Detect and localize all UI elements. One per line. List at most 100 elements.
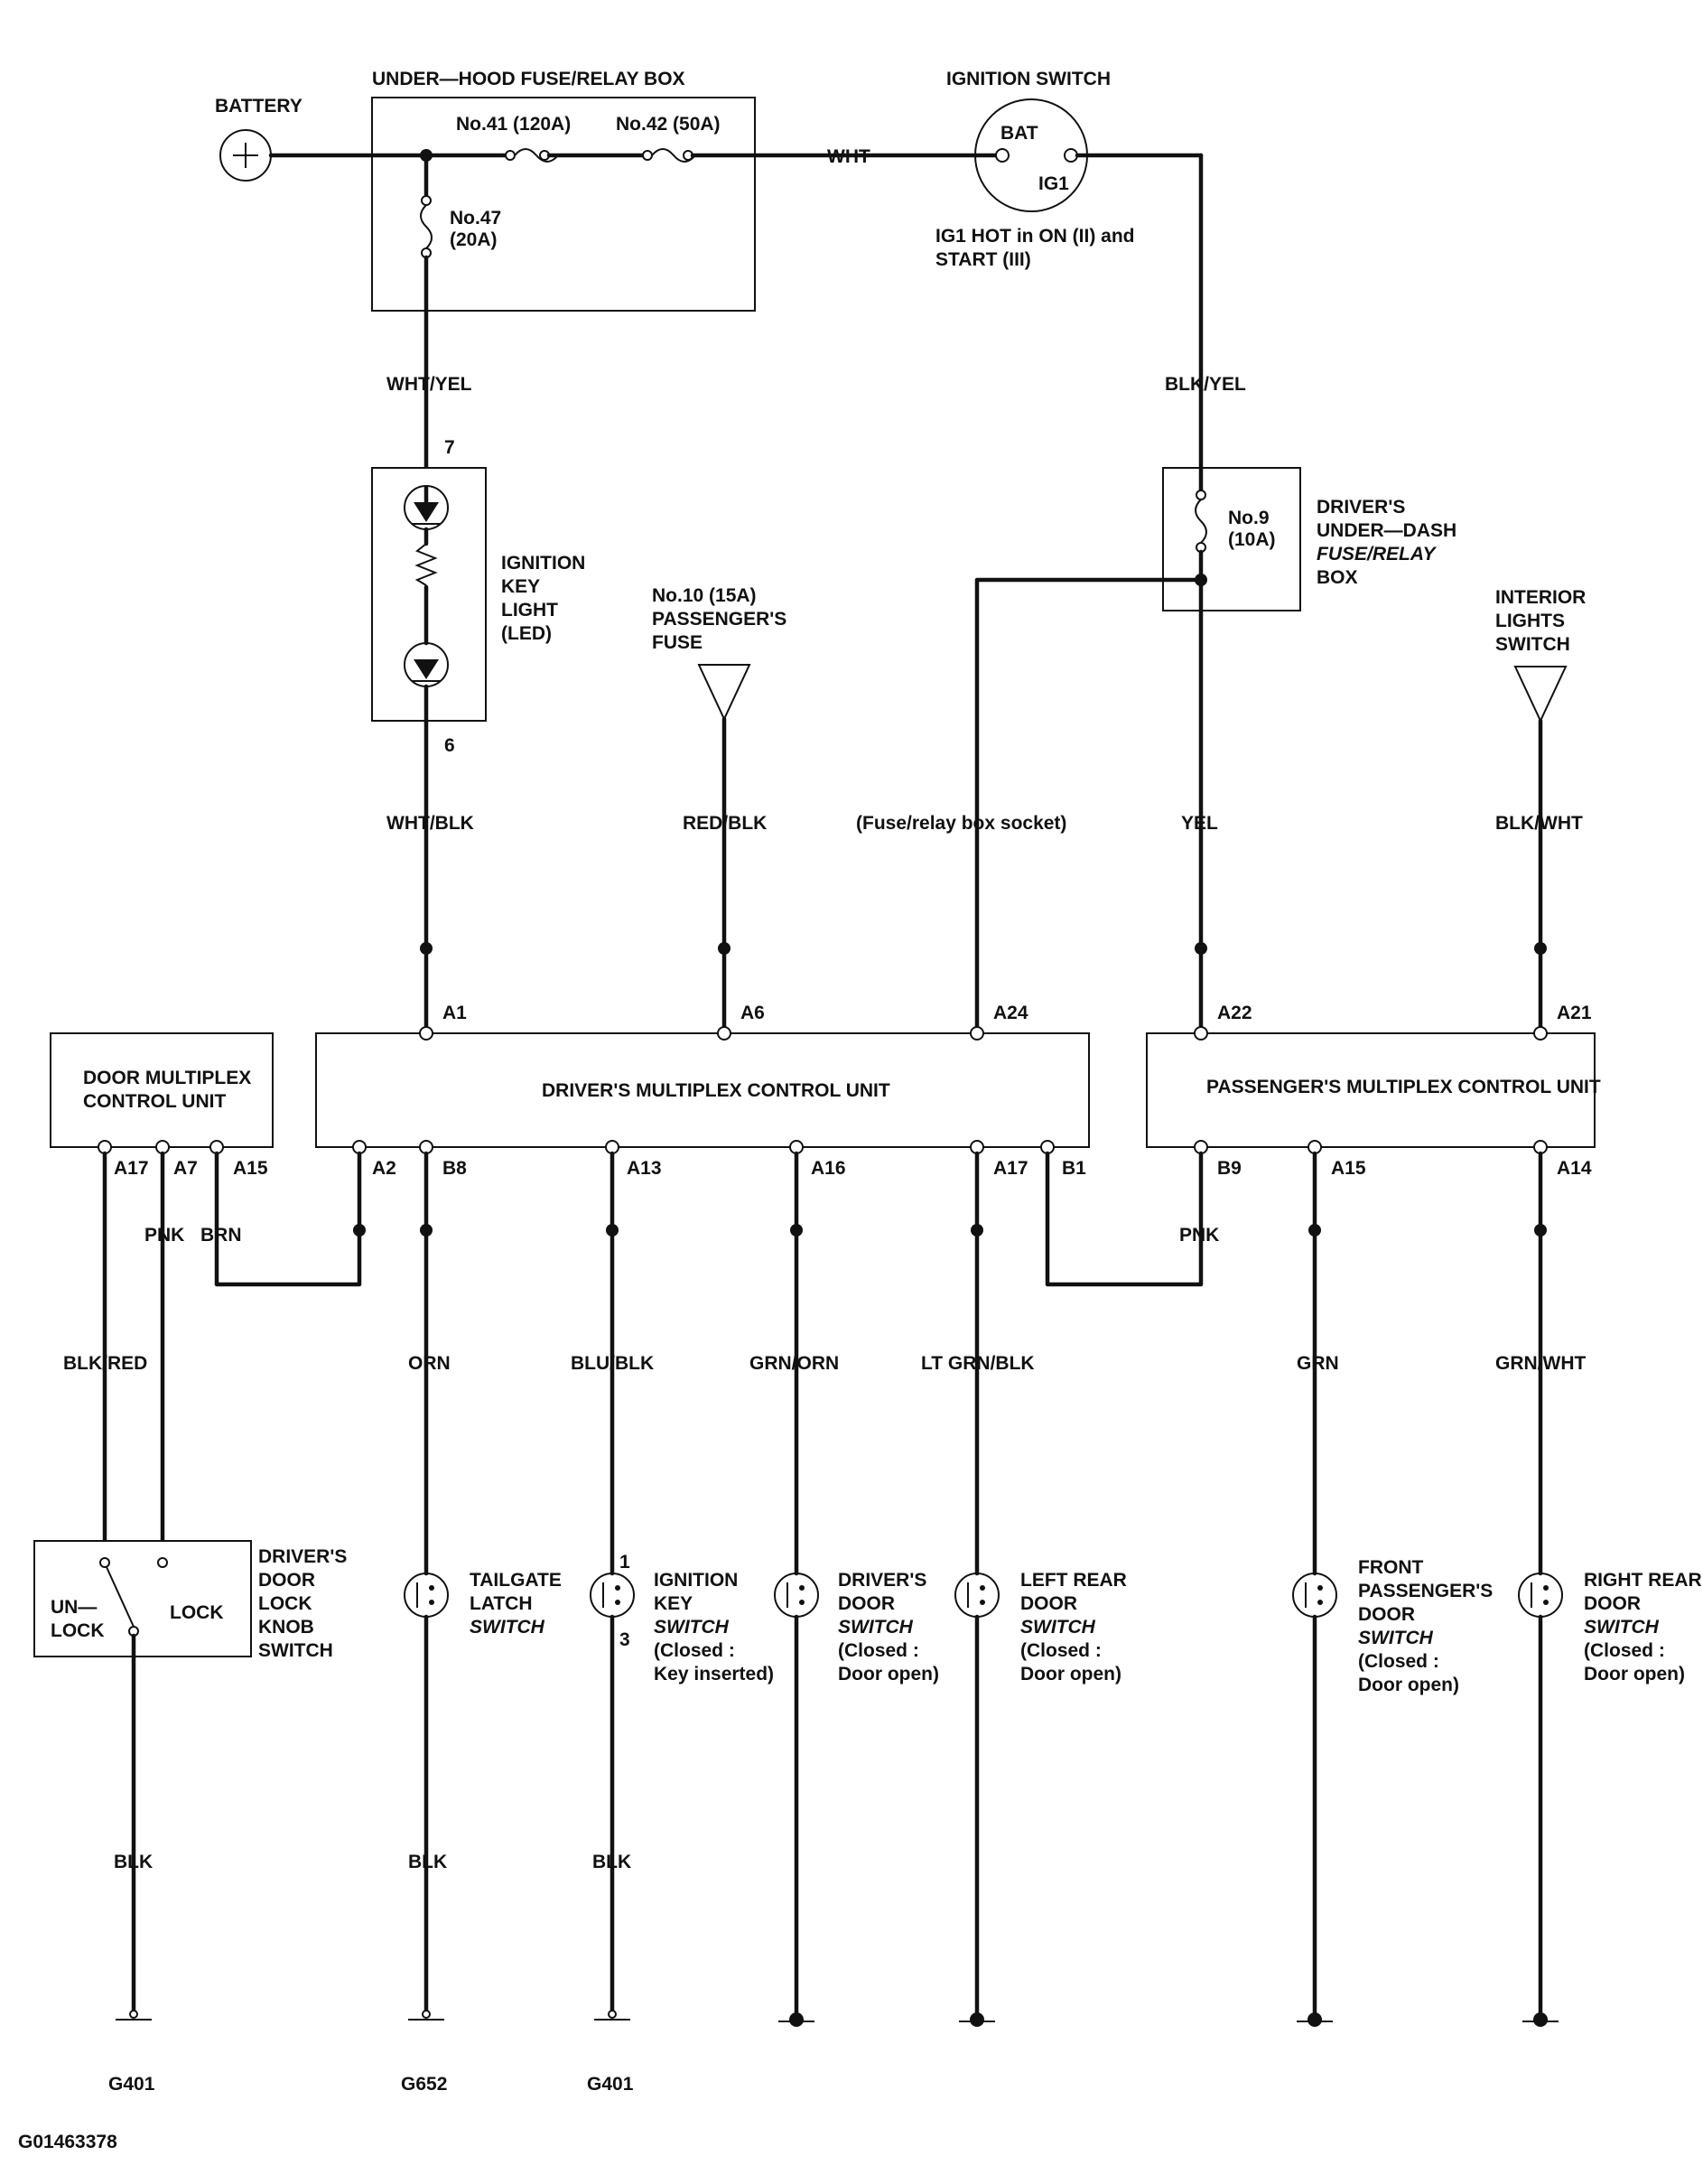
passengers-mpcu-pin-a22: A22 (1217, 1003, 1252, 1023)
ground-symbol-icon (116, 2010, 152, 2021)
drivers-mpcu-pin-a2: A2 (372, 1158, 396, 1179)
door-multiplex-control-unit: DOOR MULTIPLEX CONTROL UNIT A17 A7 A15 (50, 1032, 274, 1179)
passengers-mpcu-label: PASSENGER'S MULTIPLEX CONTROL UNIT (1206, 1077, 1601, 1097)
ignition-key-label-1: KEY (654, 1593, 693, 1614)
battery-label: BATTERY (215, 96, 302, 117)
left-rear-label-1: DOOR (1020, 1593, 1077, 1614)
wire-brn-label: BRN (200, 1225, 242, 1246)
ignition-key-switch-icon (590, 1573, 635, 1618)
wire-blu-blk-label: BLU/BLK (571, 1353, 654, 1374)
key-light-label-3: (LED) (501, 623, 552, 644)
passengers-multiplex-control-unit: PASSENGER'S MULTIPLEX CONTROL UNIT A22 A… (1146, 1003, 1601, 1179)
passenger-fuse-label-2: FUSE (652, 632, 703, 653)
front-passenger-label-5: Door open) (1358, 1675, 1459, 1695)
fuse-9-label-a: No.9 (1228, 508, 1270, 528)
fuse-box-title: UNDER—HOOD FUSE/RELAY BOX (372, 69, 685, 89)
ground-symbol-icon (408, 2010, 444, 2021)
left-rear-label-3: (Closed : (1020, 1640, 1102, 1661)
interior-switch-label-2: SWITCH (1495, 634, 1570, 655)
drivers-door-label-4: Door open) (838, 1664, 939, 1685)
wire-grn-wht-label: GRN/WHT (1495, 1353, 1586, 1374)
ignition-bat-label: BAT (1000, 123, 1038, 144)
ignition-note-1: IG1 HOT in ON (II) and (935, 226, 1135, 247)
source-triangle-icon (1513, 666, 1568, 723)
wire-orn-label: ORN (408, 1353, 451, 1374)
front-passenger-label-2: DOOR (1358, 1604, 1415, 1625)
drivers-door-label-0: DRIVER'S (838, 1570, 926, 1591)
fuse-47-label-b: (20A) (450, 229, 498, 250)
ground-symbol-icon (594, 2010, 630, 2021)
source-triangle-icon (697, 664, 751, 722)
right-rear-label-3: (Closed : (1584, 1640, 1665, 1661)
wire-wht-yel-label: WHT/YEL (386, 374, 472, 395)
wire-wht-blk-label: WHT/BLK (386, 813, 474, 834)
ground-terminal-icon (959, 2012, 995, 2027)
lock-switch-un: UN— (51, 1597, 97, 1618)
ignition-key-label-4: Key inserted) (654, 1664, 774, 1685)
fuse-47-icon (420, 195, 433, 258)
ignition-key-label-2: SWITCH (654, 1617, 730, 1638)
door-mpcu-pin-a15: A15 (233, 1158, 268, 1179)
fuse-41-label: No.41 (120A) (456, 114, 571, 135)
key-light-label-0: IGNITION (501, 553, 585, 574)
lock-switch-lock-lower: LOCK (51, 1620, 105, 1641)
drivers-mpcu-pin-a6: A6 (740, 1003, 765, 1023)
ground-g652: G652 (401, 2074, 447, 2095)
passenger-fuse-label-1: PASSENGER'S (652, 609, 786, 630)
passengers-mpcu-pin-a21: A21 (1557, 1003, 1592, 1023)
drivers-mpcu-pin-a1: A1 (442, 1003, 467, 1023)
door-mpcu-pin-a17: A17 (114, 1158, 149, 1179)
wire-blk-wht-label: BLK/WHT (1495, 813, 1583, 834)
drivers-mpcu-pin-a16: A16 (811, 1158, 846, 1179)
tailgate-label-2: SWITCH (470, 1617, 545, 1638)
battery: BATTERY (215, 96, 302, 182)
passenger-fuse-label-0: No.10 (15A) (652, 585, 757, 606)
tailgate-label-0: TAILGATE (470, 1570, 562, 1591)
under-dash-label-3: BOX (1317, 567, 1358, 588)
wire-blk-1-label: BLK (114, 1852, 153, 1872)
ignition-key-label-3: (Closed : (654, 1640, 735, 1661)
wire-socket-label: (Fuse/relay box socket) (856, 813, 1066, 834)
under-dash-label-0: DRIVER'S (1317, 497, 1405, 518)
under-dash-label-2: FUSE/RELAY (1317, 544, 1437, 565)
key-light-label-2: LIGHT (501, 600, 558, 621)
under-hood-fuse-box: UNDER—HOOD FUSE/RELAY BOX No.41 (120A) N… (371, 69, 756, 312)
passengers-mpcu-pin-a15: A15 (1331, 1158, 1366, 1179)
ignition-ig1-label: IG1 (1038, 173, 1069, 194)
wire-lt-grn-blk-label: LT GRN/BLK (921, 1353, 1035, 1374)
wire-yel-label: YEL (1181, 813, 1218, 834)
right-rear-door-switch-icon (1518, 1573, 1563, 1618)
left-rear-label-0: LEFT REAR (1020, 1570, 1127, 1591)
front-passenger-door-switch-icon (1292, 1573, 1337, 1618)
drivers-mpcu-pin-a13: A13 (627, 1158, 662, 1179)
wire-grn-orn-label: GRN/ORN (749, 1353, 839, 1374)
fuse-42-label: No.42 (50A) (616, 114, 721, 135)
ignition-switch-title: IGNITION SWITCH (946, 69, 1111, 89)
front-passenger-label-1: PASSENGER'S (1358, 1581, 1493, 1601)
wire-grn-label: GRN (1297, 1353, 1339, 1374)
drivers-door-label-1: DOOR (838, 1593, 895, 1614)
under-dash-fuse-box: No.9 (10A) (1162, 465, 1301, 611)
wire-blk-2-label: BLK (408, 1852, 447, 1872)
right-rear-label-1: DOOR (1584, 1593, 1641, 1614)
interior-switch-label-1: LIGHTS (1495, 611, 1565, 631)
ignition-switch: IGNITION SWITCH BAT IG1 IG1 HOT in ON (I… (935, 69, 1135, 270)
lock-switch-label-3: KNOB (258, 1617, 314, 1638)
door-lock-knob-switch: UN— LOCK LOCK (33, 1540, 252, 1657)
wire-red-blk-label: RED/BLK (683, 813, 767, 834)
front-passenger-label-0: FRONT (1358, 1557, 1423, 1578)
wire-wht-label: WHT (827, 146, 870, 167)
lock-switch-label-2: LOCK (258, 1593, 312, 1614)
left-rear-door-switch-icon (954, 1573, 1000, 1618)
drivers-door-label-2: SWITCH (838, 1617, 914, 1638)
door-mpcu-label-1: DOOR MULTIPLEX (83, 1068, 251, 1088)
tailgate-label-1: LATCH (470, 1593, 533, 1614)
ground-g401-a: G401 (108, 2074, 155, 2095)
left-rear-label-2: SWITCH (1020, 1617, 1096, 1638)
wire-pnk-right-label: PNK (1179, 1225, 1219, 1246)
under-dash-label-1: UNDER—DASH (1317, 520, 1456, 541)
resistor-icon (414, 543, 438, 586)
drivers-mpcu-pin-a17: A17 (993, 1158, 1028, 1179)
ignition-key-label-0: IGNITION (654, 1570, 738, 1591)
